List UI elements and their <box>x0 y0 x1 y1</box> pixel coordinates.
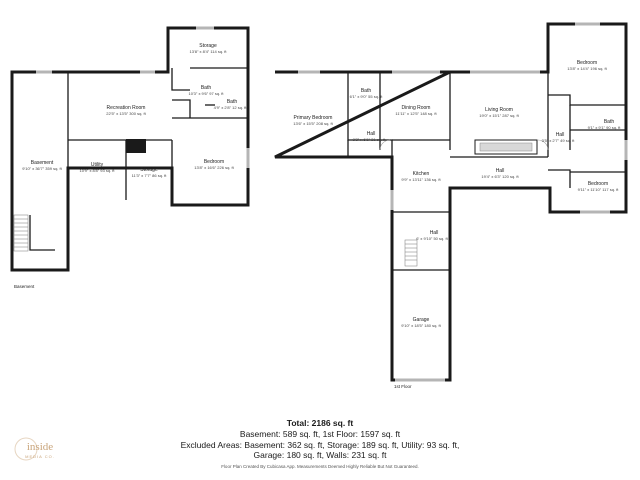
logo-line2: MEDIA CO. <box>25 454 55 459</box>
room-storage-upper-dims: 13'8" x 8'4" 114 sq. ft <box>190 49 228 54</box>
room-recreation-name: Recreation Room <box>107 105 146 111</box>
summary-excluded: Excluded Areas: Basement: 362 sq. ft, St… <box>180 439 460 450</box>
room-living-name: Living Room <box>485 107 513 113</box>
room-bedroom-ne-name: Bedroom <box>577 60 597 66</box>
room-hall-main-name: Hall <box>496 168 505 174</box>
room-bedroom-se-name: Bedroom <box>588 181 608 187</box>
floor-label-first: 1st Floor <box>394 384 412 389</box>
summary-floors: Basement: 589 sq. ft, 1st Floor: 1597 sq… <box>239 429 401 439</box>
total-area: Total: 2186 sq. ft <box>286 418 354 428</box>
room-storage-upper-name: Storage <box>199 43 217 49</box>
area-summary: Total: 2186 sq. ft Basement: 589 sq. ft,… <box>0 418 640 469</box>
credit-note: Floor Plan Created By Cubicasa App. Meas… <box>221 463 419 469</box>
room-recreation-dims: 22'5" x 13'5" 300 sq. ft <box>106 111 146 116</box>
room-hall-e-name: Hall <box>556 132 565 138</box>
room-hall-1-dims: 8'3" x 6'1" 31 sq. ft <box>353 137 387 142</box>
room-bath-b2-name: Bath <box>227 99 238 105</box>
room-hall-main-dims: 19'4" x 6'3" 120 sq. ft <box>481 174 519 179</box>
room-primary-bedroom-name: Primary Bedroom <box>294 115 333 121</box>
inside-media-logo: inside MEDIA CO. <box>14 437 55 461</box>
summary-excluded-cont: Garage: 180 sq. ft, Walls: 231 sq. ft <box>253 450 387 460</box>
room-storage-lower-name: Storage <box>140 167 158 173</box>
room-basement-dims: 9'10" x 36'7" 359 sq. ft <box>22 166 62 171</box>
room-garage-dims: 9'10" x 18'5" 180 sq. ft <box>401 323 441 328</box>
room-bath-e-name: Bath <box>604 119 615 125</box>
floor-label-basement: Basement <box>14 284 35 289</box>
room-dining-dims: 11'11" x 12'5" 148 sq. ft <box>395 111 437 116</box>
room-primary-bedroom-dims: 13'6" x 15'5" 208 sq. ft <box>293 121 333 126</box>
room-bedroom-ne-dims: 13'8" x 14'4" 196 sq. ft <box>567 66 607 71</box>
room-hall-1-name: Hall <box>367 131 376 137</box>
basement-plan: Basement 9'10" x 36'7" 359 sq. ft Recrea… <box>10 26 250 289</box>
first-floor-plan: Primary Bedroom 13'6" x 15'5" 208 sq. ft… <box>274 22 628 389</box>
room-bath-1-dims: 6'1" x 9'0" 55 sq. ft <box>350 94 384 99</box>
room-bath-b1-dims: 10'3" x 9'6" 97 sq. ft <box>188 91 224 96</box>
room-utility-dims: 10'9" x 8'8" 93 sq. ft <box>79 168 115 173</box>
room-hall-e-dims: 3'5" x 2'7" 49 sq. ft <box>542 138 576 143</box>
room-hall-2-name: Hall <box>430 230 439 236</box>
room-hall-2-dims: 6' x 9'10" 50 sq. ft <box>416 236 448 241</box>
room-bedroom-b-name: Bedroom <box>204 159 224 165</box>
room-bedroom-b-dims: 13'8" x 16'6" 226 sq. ft <box>194 165 234 170</box>
room-garage-name: Garage <box>413 317 430 323</box>
room-bedroom-se-dims: 9'11" x 11'10" 117 sq. ft <box>578 187 620 192</box>
room-kitchen-name: Kitchen <box>413 171 430 177</box>
room-bath-b1-name: Bath <box>201 85 212 91</box>
basement-stairs <box>13 214 29 252</box>
room-kitchen-dims: 9'9" x 13'11" 136 sq. ft <box>401 177 441 182</box>
logo-line1: inside <box>27 441 53 453</box>
first-floor-stairs <box>404 239 418 267</box>
room-storage-lower-dims: 11'3" x 7'7" 86 sq. ft <box>132 173 168 178</box>
room-bath-b2-dims: 4'9" x 2'8" 12 sq. ft <box>214 105 248 110</box>
room-living-dims: 19'0" x 15'1" 287 sq. ft <box>479 113 519 118</box>
room-bath-e-dims: 9'1" x 9'1" 90 sq. ft <box>588 125 622 130</box>
room-dining-name: Dining Room <box>402 105 431 111</box>
room-bath-1-name: Bath <box>361 88 372 94</box>
room-basement-name: Basement <box>31 160 54 166</box>
room-utility-name: Utility <box>91 162 104 168</box>
